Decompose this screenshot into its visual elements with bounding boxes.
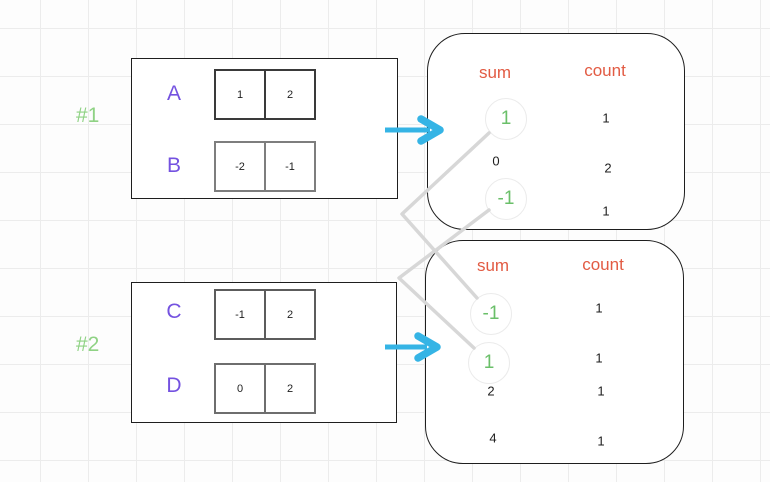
highlighted-sum-value: -1: [470, 293, 512, 335]
highlighted-sum-value: -1: [485, 178, 527, 220]
sum-header: sum: [476, 256, 510, 275]
highlighted-sum-value: 1: [485, 98, 527, 140]
array-cell: -1: [235, 308, 245, 321]
array-cell: 2: [264, 365, 314, 412]
array-c-label: C: [166, 300, 182, 323]
array-b-label: B: [166, 154, 182, 177]
array-cell: -2: [235, 160, 245, 173]
sum-header: sum: [478, 63, 512, 82]
array-cell: 0: [236, 382, 244, 395]
sum-value: 2: [487, 383, 495, 399]
array-cell: 1: [236, 88, 244, 101]
example-2-label: #2: [76, 333, 100, 356]
example-1-result-box: sum count 1 1 0 2 -1 1: [427, 33, 685, 230]
count-value: 1: [597, 433, 605, 449]
count-value: 1: [602, 203, 610, 219]
array-a-cells: 1 2: [214, 69, 316, 120]
array-a-label: A: [166, 82, 182, 105]
array-b-cells: -2 -1: [214, 141, 316, 192]
example-2-arrays-box: C -1 2 D 0 2: [131, 282, 397, 423]
sum-value: 4: [489, 430, 497, 446]
sum-value: 0: [492, 153, 500, 169]
array-cell: -1: [264, 143, 314, 190]
count-header: count: [584, 61, 626, 80]
count-header: count: [582, 255, 624, 274]
example-2-result-box: sum count -1 1 1 1 2 1 4 1: [425, 240, 684, 464]
array-cell: 2: [264, 291, 314, 338]
example-1-label: #1: [76, 104, 100, 127]
count-value: 2: [604, 160, 612, 176]
array-d-cells: 0 2: [214, 363, 316, 414]
count-value: 1: [595, 350, 603, 366]
highlighted-sum-value: 1: [468, 342, 510, 384]
array-cell: 2: [264, 71, 314, 118]
count-value: 1: [597, 383, 605, 399]
array-d-label: D: [166, 374, 182, 397]
example-1-arrays-box: A 1 2 B -2 -1: [131, 58, 398, 199]
count-value: 1: [595, 300, 603, 316]
count-value: 1: [602, 110, 610, 126]
array-c-cells: -1 2: [214, 289, 316, 340]
